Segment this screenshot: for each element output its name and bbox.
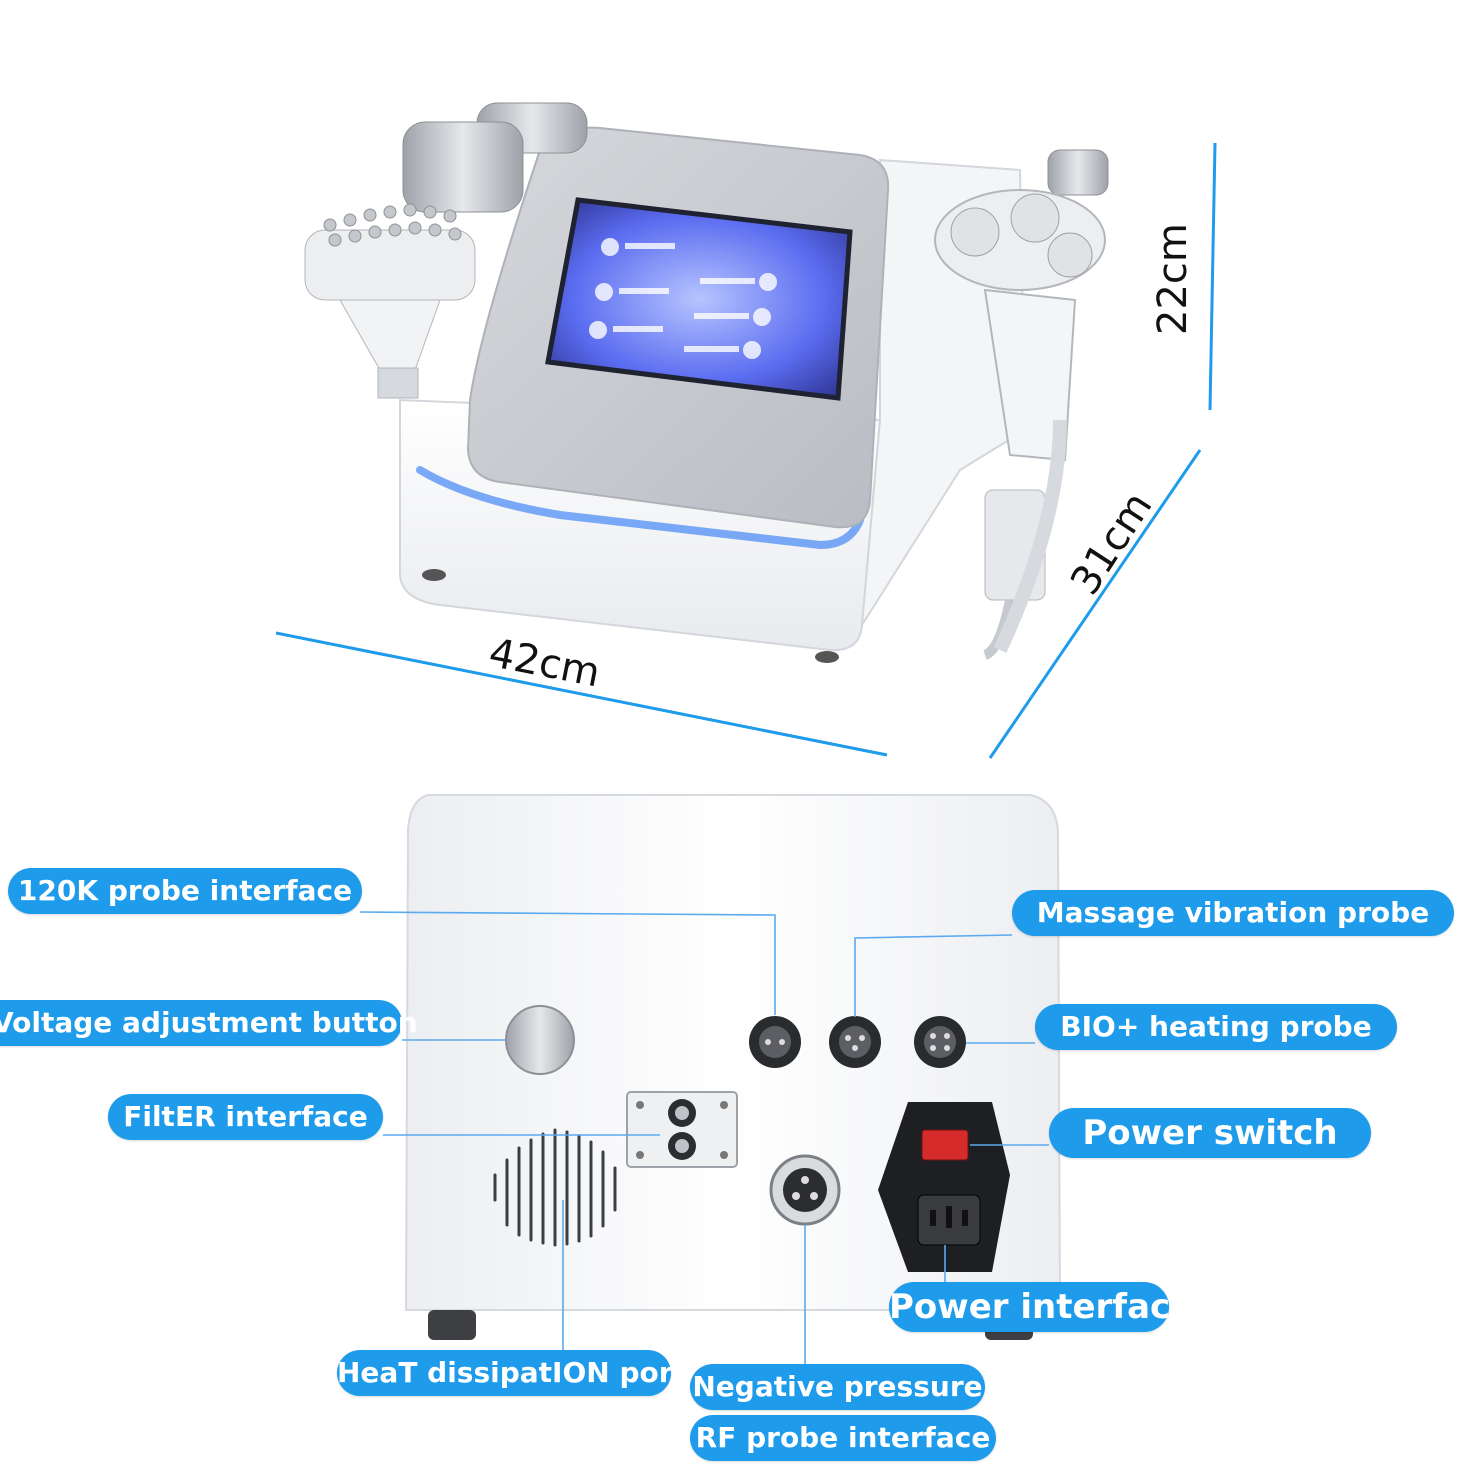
dimension-lines xyxy=(275,142,1217,759)
screen-icons xyxy=(589,238,777,359)
callout-voltage-adjustment-button: Voltage adjustment button xyxy=(0,1000,418,1046)
callout-heat-dissipation-port: HeaT dissipatION port xyxy=(337,1350,686,1396)
touch-screen xyxy=(545,197,853,401)
height-dimension-line xyxy=(1208,142,1217,411)
leader-120k xyxy=(359,911,776,1015)
leader-lines xyxy=(359,911,1049,1367)
bio-probe-grip xyxy=(377,367,419,399)
bio-probe-pins xyxy=(323,203,462,247)
vacuum-probe-handle xyxy=(983,288,1077,462)
depth-dimension-line xyxy=(988,449,1202,759)
rf-probe-small xyxy=(1047,149,1109,196)
cavitation-probe xyxy=(402,121,524,213)
callout-filter-interface: FiltER interface xyxy=(108,1094,383,1140)
device-back-view xyxy=(404,794,1062,1340)
bio-probe-handle xyxy=(339,299,441,371)
device-foot xyxy=(422,569,446,581)
right-probes xyxy=(934,149,1109,660)
leader-massage xyxy=(854,934,1013,1017)
width-dimension-line xyxy=(275,631,888,757)
height-label: 22cm xyxy=(1150,223,1196,335)
back-foot-left xyxy=(428,1310,476,1340)
probe-cable xyxy=(993,419,1067,653)
left-probes xyxy=(304,102,588,399)
filter-port xyxy=(626,1091,738,1168)
voltage-knob xyxy=(505,1005,575,1075)
heat-vent xyxy=(493,1128,617,1247)
callout-120k-probe-interface: 120K probe interface xyxy=(8,868,362,914)
callout-rf-probe-interface: RF probe interface xyxy=(690,1415,996,1461)
callout-negative-pressure: Negative pressure xyxy=(690,1364,985,1410)
callout-massage-vibration-probe: Massage vibration probe xyxy=(1012,890,1454,936)
callout-power-switch: Power switch xyxy=(1049,1108,1371,1158)
blue-light-strip xyxy=(416,466,864,550)
probe-connectors xyxy=(749,1016,966,1068)
power-switch-rocker xyxy=(921,1129,969,1161)
device-front-view xyxy=(304,102,1109,663)
callout-bio-heating-probe: BIO+ heating probe xyxy=(1035,1004,1397,1050)
callout-power-interface: Power interface xyxy=(889,1282,1193,1332)
device-foot xyxy=(815,651,839,663)
